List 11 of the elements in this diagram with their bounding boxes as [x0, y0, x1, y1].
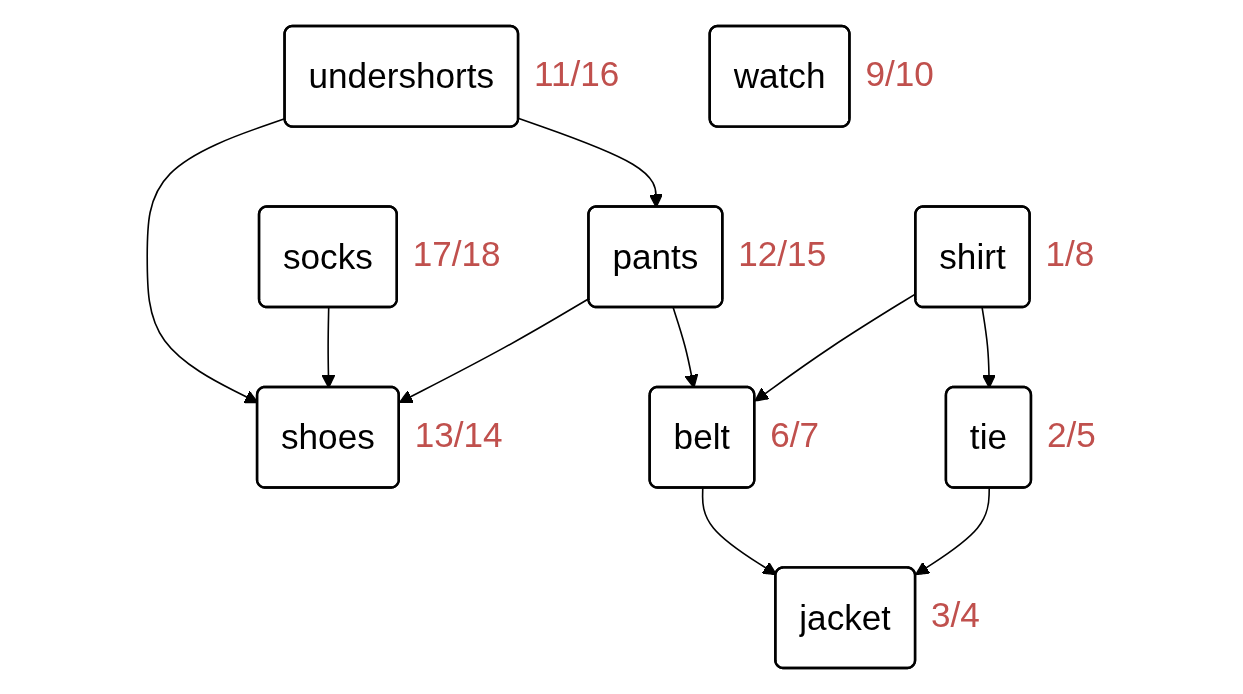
order-label: 11/16 [534, 53, 620, 93]
order-label: 12/15 [738, 234, 827, 274]
order-label: 13/14 [414, 414, 503, 454]
arrow [915, 487, 991, 576]
order-label: 9/10 [865, 53, 934, 93]
order-label: 2/5 [1046, 414, 1096, 454]
order-label: 3/4 [931, 595, 980, 634]
arrow [701, 487, 777, 576]
order-label: 1/8 [1045, 234, 1095, 274]
order-label: 17/18 [412, 234, 501, 274]
order-label: 6/7 [770, 414, 820, 454]
